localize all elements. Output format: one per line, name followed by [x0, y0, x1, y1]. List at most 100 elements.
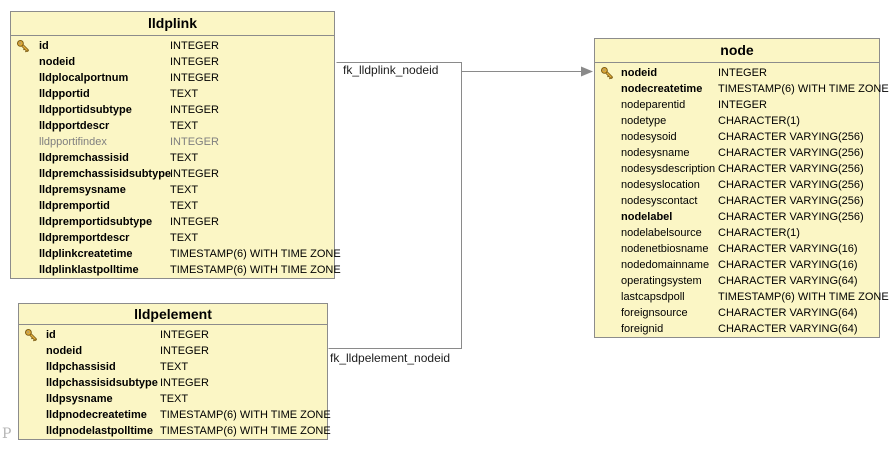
relationship-line-fk-lldpelement-nodeid[interactable] — [328, 71, 462, 349]
table-title[interactable]: lldplink — [11, 12, 334, 36]
column-type: TEXT — [170, 184, 199, 196]
column-type: CHARACTER VARYING(16) — [718, 243, 858, 255]
column-type: INTEGER — [170, 56, 219, 68]
key-gutter — [24, 376, 38, 390]
primary-key-icon — [24, 328, 38, 342]
table-title[interactable]: node — [595, 39, 879, 63]
column-name: nodetype — [621, 115, 667, 127]
column-type: TEXT — [170, 232, 199, 244]
column-type: TIMESTAMP(6) WITH TIME ZONE — [718, 291, 889, 303]
key-gutter — [600, 290, 614, 304]
column-type: TIMESTAMP(6) WITH TIME ZONE — [160, 425, 331, 437]
column-name: nodeparentid — [621, 99, 686, 111]
column-row-lldpremportdescr[interactable]: lldpremportdescr TEXT — [11, 230, 334, 246]
key-gutter — [16, 135, 30, 149]
column-name: nodeid — [46, 345, 83, 357]
key-gutter — [16, 231, 30, 245]
column-name: lldpremportdescr — [39, 232, 130, 244]
column-name: nodenetbiosname — [621, 243, 709, 255]
column-type: INTEGER — [160, 345, 209, 357]
relationship-line-fk-lldplink-nodeid[interactable] — [336, 62, 583, 72]
column-row-lldplinklastpolltime[interactable]: lldplinklastpolltime TIMESTAMP(6) WITH TI… — [11, 262, 341, 278]
relationship-label-fk-lldpelement-nodeid[interactable]: fk_lldpelement_nodeid — [330, 351, 451, 365]
column-name: foreignid — [621, 323, 664, 335]
column-row-lldpremchassisid[interactable]: lldpremchassisid TEXT — [11, 150, 334, 166]
key-gutter — [600, 306, 614, 320]
column-name: lldplocalportnum — [39, 72, 129, 84]
key-gutter — [24, 424, 38, 438]
key-gutter — [600, 114, 614, 128]
key-gutter — [16, 87, 30, 101]
column-name: nodecreatetime — [621, 83, 703, 95]
arrowhead-icon — [581, 66, 593, 77]
column-name: nodelabelsource — [621, 227, 702, 239]
key-gutter — [24, 392, 38, 406]
column-row-nodenetbiosname[interactable]: nodenetbiosname CHARACTER VARYING(16) — [595, 241, 879, 257]
column-row-lldpnodelastpolltime[interactable]: lldpnodelastpolltime TIMESTAMP(6) WITH TI… — [19, 423, 331, 439]
key-gutter — [600, 194, 614, 208]
column-name: lldpremchassisid — [39, 152, 129, 164]
column-type: TIMESTAMP(6) WITH TIME ZONE — [718, 83, 889, 95]
key-gutter — [24, 344, 38, 358]
column-row-lldplocalportnum[interactable]: lldplocalportnum INTEGER — [11, 70, 334, 86]
column-type: INTEGER — [170, 40, 219, 52]
column-row-nodeid[interactable]: nodeid INTEGER — [19, 343, 327, 359]
relationship-label-fk-lldplink-nodeid[interactable]: fk_lldplink_nodeid — [343, 63, 439, 77]
column-type: TIMESTAMP(6) WITH TIME ZONE — [170, 264, 341, 276]
key-gutter — [24, 408, 38, 422]
column-name: lldpportdescr — [39, 120, 110, 132]
column-type: CHARACTER VARYING(256) — [718, 131, 864, 143]
column-type: TIMESTAMP(6) WITH TIME ZONE — [160, 409, 331, 421]
table-title[interactable]: lldpelement — [19, 304, 327, 325]
column-type: INTEGER — [170, 216, 219, 228]
column-name: lldplinklastpolltime — [39, 264, 139, 276]
column-type: INTEGER — [170, 72, 219, 84]
column-type: INTEGER — [160, 377, 209, 389]
key-gutter — [16, 247, 30, 261]
column-type: TEXT — [170, 152, 199, 164]
column-type: CHARACTER VARYING(256) — [718, 163, 864, 175]
column-type: CHARACTER VARYING(256) — [718, 211, 864, 223]
column-name: lldpportidsubtype — [39, 104, 132, 116]
column-row-nodecreatetime[interactable]: nodecreatetime TIMESTAMP(6) WITH TIME ZON… — [595, 81, 889, 97]
primary-key-icon — [600, 66, 614, 80]
column-name: lldpnodelastpolltime — [46, 425, 153, 437]
column-type: INTEGER — [160, 329, 209, 341]
